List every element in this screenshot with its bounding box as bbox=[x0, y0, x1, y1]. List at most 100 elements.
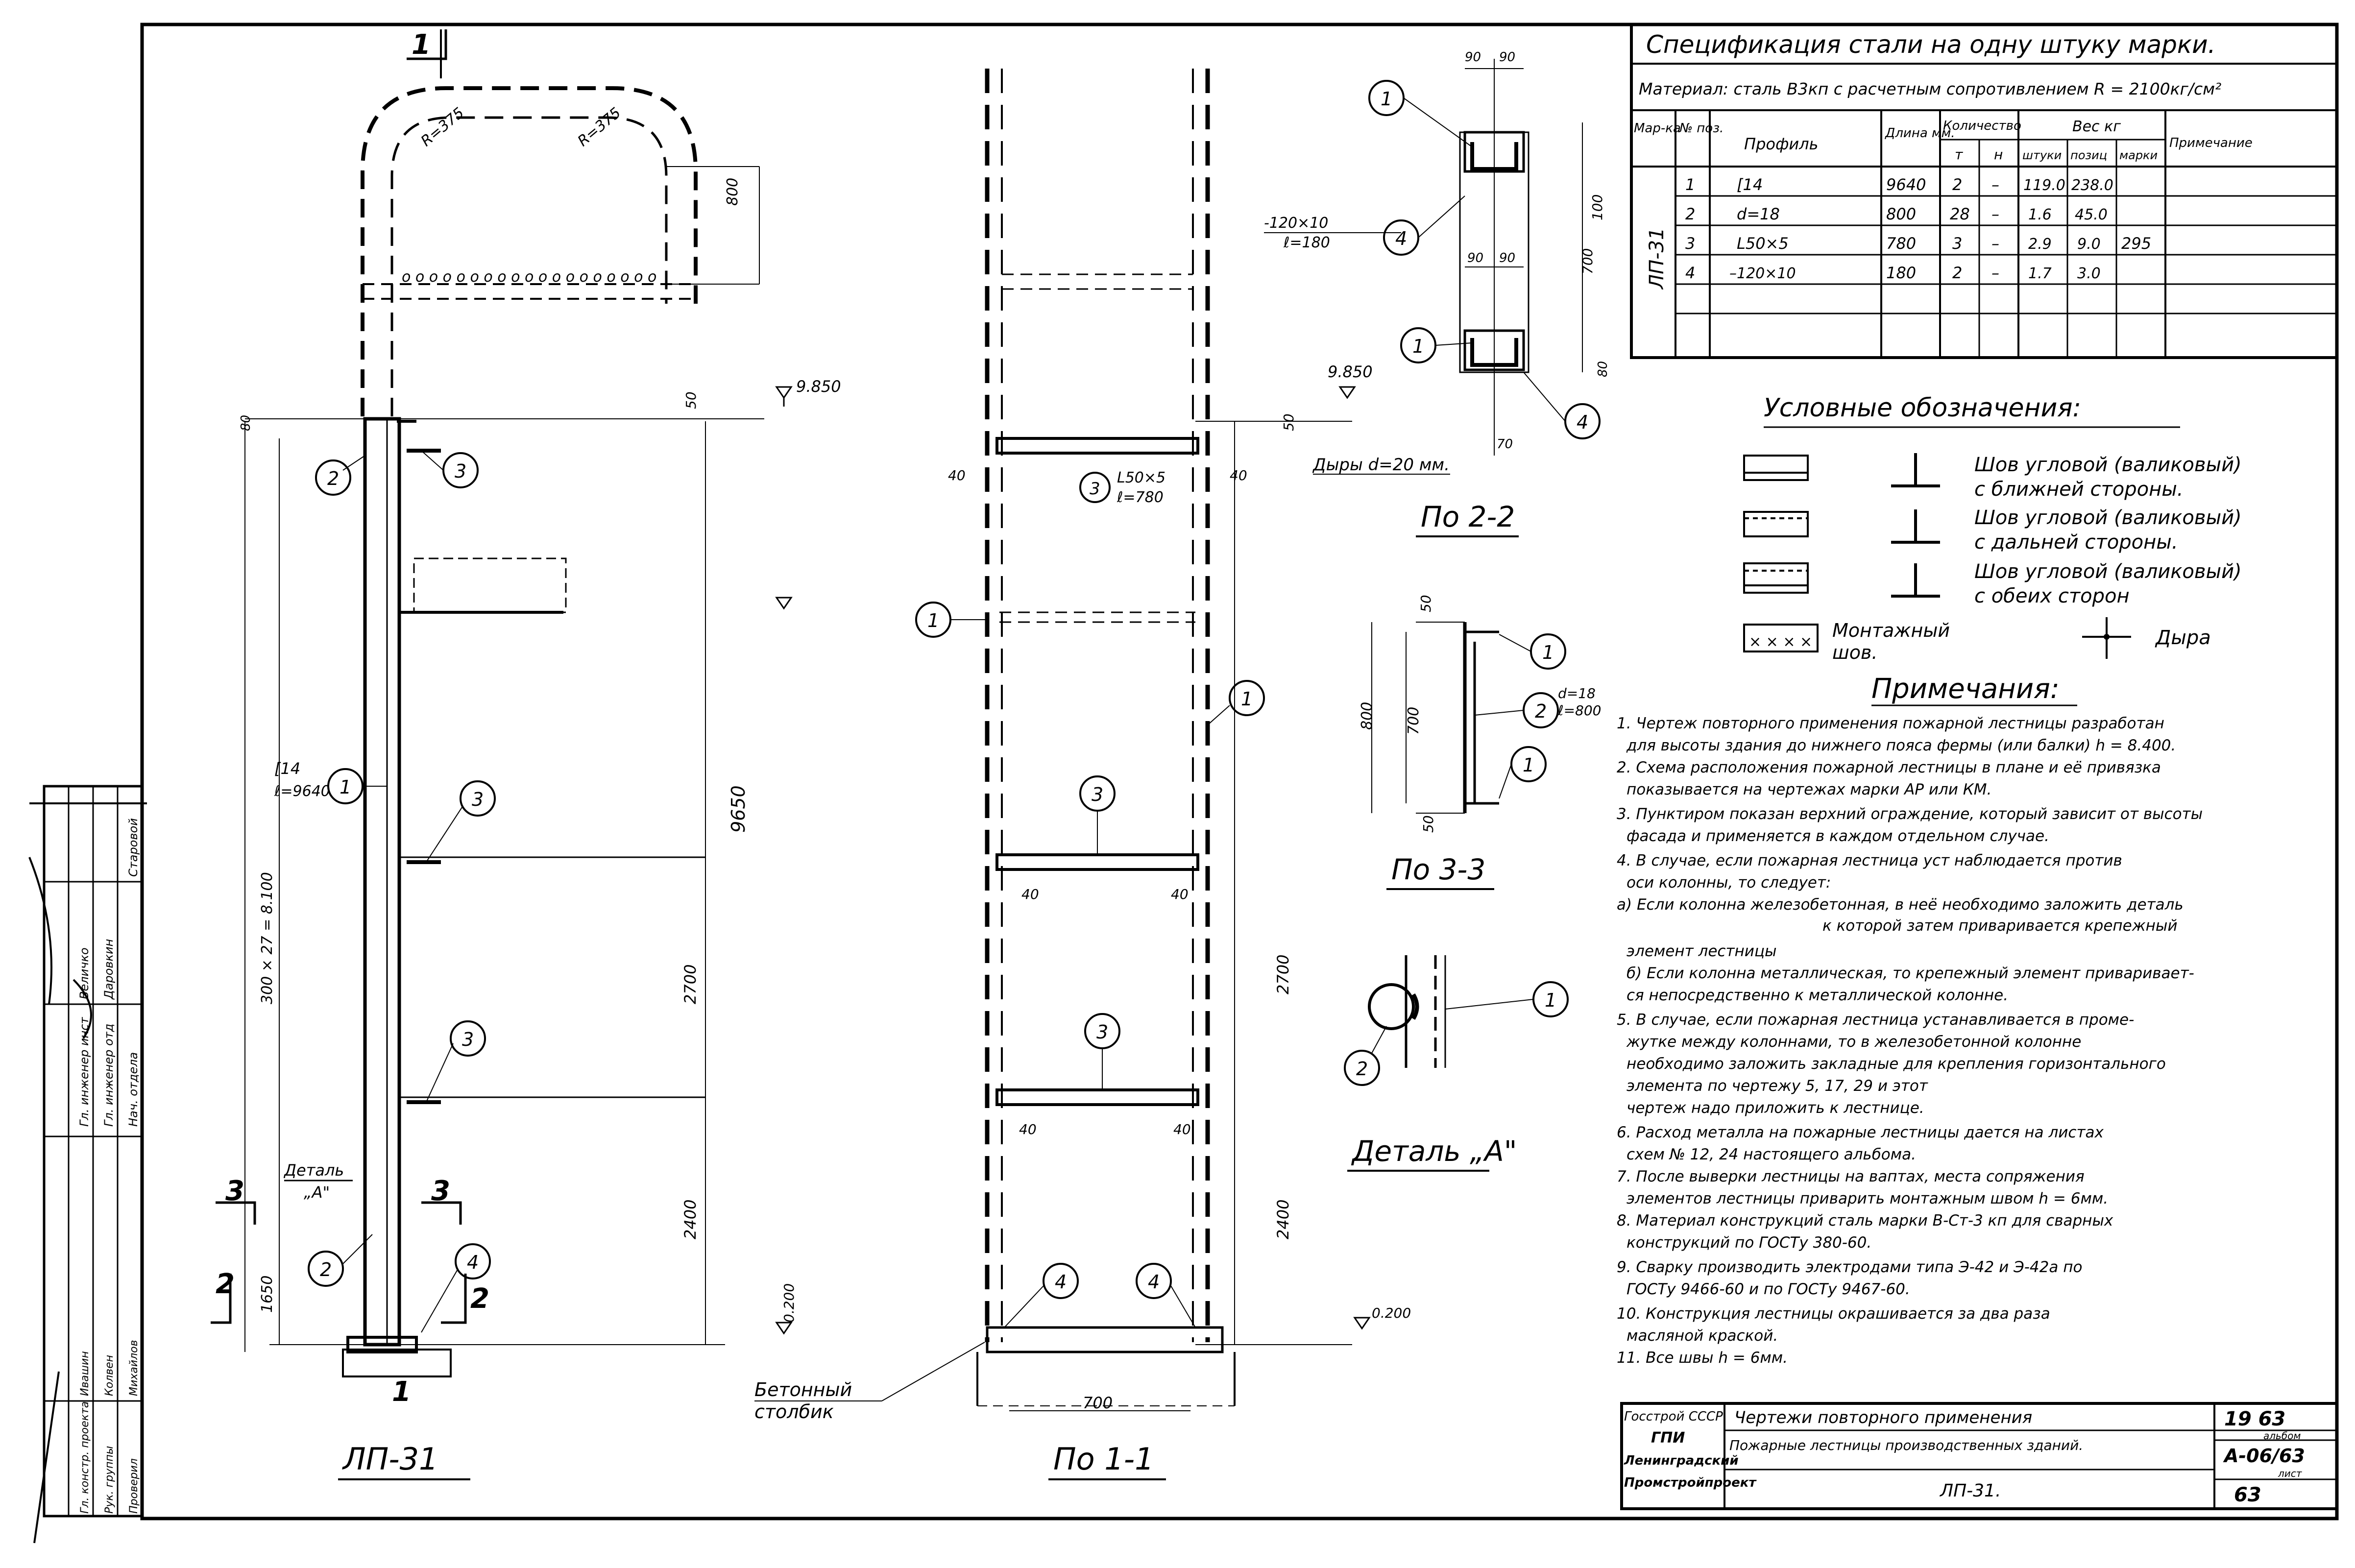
svg-text:4. В случае, если пожарная лес: 4. В случае, если пожарная лестница уст … bbox=[1617, 852, 2122, 869]
svg-text:2: 2 bbox=[327, 468, 339, 489]
svg-text:4: 4 bbox=[1685, 264, 1695, 282]
svg-text:ЛП-31.: ЛП-31. bbox=[1939, 1481, 2001, 1501]
svg-text:2: 2 bbox=[1685, 205, 1695, 223]
hdr-pos: № поз. bbox=[1678, 121, 1724, 136]
svg-text:× × × ×: × × × × bbox=[1749, 633, 1812, 651]
svg-text:700: 700 bbox=[1405, 707, 1422, 735]
svg-text:4: 4 bbox=[1055, 1271, 1067, 1293]
svg-text:ℓ=9640: ℓ=9640 bbox=[274, 783, 330, 800]
svg-text:R=375: R=375 bbox=[575, 104, 625, 150]
legend: Условные обозначения: Шов угловой (валик… bbox=[1743, 393, 2242, 663]
view-lp31: o o o o o o o o o o o o o o o o o o o R=… bbox=[211, 29, 841, 1480]
svg-text:9650: 9650 bbox=[728, 785, 749, 833]
svg-text:11. Все швы h = 6мм.: 11. Все швы h = 6мм. bbox=[1617, 1349, 1788, 1367]
svg-text:2700: 2700 bbox=[681, 965, 700, 1004]
svg-text:2.9: 2.9 bbox=[2028, 236, 2052, 253]
svg-text:а) Если колонна железобетонная: а) Если колонна железобетонная, в неё не… bbox=[1617, 896, 2184, 914]
svg-text:Госстрой СССР: Госстрой СССР bbox=[1624, 1409, 1723, 1424]
svg-text:119.0: 119.0 bbox=[2023, 177, 2065, 194]
svg-text:Деталь: Деталь bbox=[283, 1161, 344, 1180]
svg-text:необходимо заложить закладные: необходимо заложить закладные для крепле… bbox=[1627, 1055, 2166, 1073]
svg-text:Старовой: Старовой bbox=[126, 818, 140, 877]
svg-text:с ближней стороны.: с ближней стороны. bbox=[1974, 478, 2184, 501]
svg-text:3: 3 bbox=[1092, 784, 1103, 805]
svg-text:ГПИ: ГПИ bbox=[1651, 1429, 1685, 1447]
svg-text:3: 3 bbox=[462, 1029, 474, 1050]
hdr-length: Длина мм. bbox=[1885, 126, 1955, 141]
svg-text:90: 90 bbox=[1467, 251, 1483, 265]
svg-text:40: 40 bbox=[1019, 1121, 1037, 1137]
view-title-detail-a: Деталь „А" bbox=[1351, 1134, 1517, 1168]
svg-text:б) Если колонна металлическая,: б) Если колонна металлическая, то крепеж… bbox=[1627, 965, 2194, 982]
svg-text:3: 3 bbox=[1096, 1021, 1108, 1043]
svg-text:Дыра: Дыра bbox=[2155, 627, 2211, 649]
svg-text:4: 4 bbox=[1577, 411, 1588, 433]
spec-row: 3 L50×5 780 3 – 2.9 9.0 bbox=[1685, 234, 2101, 253]
svg-text:9.850: 9.850 bbox=[1328, 362, 1373, 381]
svg-text:1: 1 bbox=[340, 776, 351, 798]
view-title-lp31: ЛП-31 bbox=[342, 1441, 438, 1477]
svg-text:Нач. отдела: Нач. отдела bbox=[126, 1052, 140, 1127]
svg-text:3. Пунктиром показан верхний о: 3. Пунктиром показан верхний ограждение,… bbox=[1617, 805, 2203, 823]
svg-text:0.200: 0.200 bbox=[781, 1283, 797, 1323]
svg-text:9.0: 9.0 bbox=[2077, 236, 2101, 253]
svg-text:90: 90 bbox=[1465, 50, 1481, 65]
svg-text:19 63: 19 63 bbox=[2224, 1408, 2285, 1430]
svg-text:50: 50 bbox=[683, 391, 699, 409]
svg-text:элемент лестницы: элемент лестницы bbox=[1627, 942, 1777, 960]
spec-row: 2 d=18 800 28 – 1.6 45.0 bbox=[1685, 205, 2108, 223]
svg-text:ℓ=180: ℓ=180 bbox=[1283, 234, 1330, 251]
svg-text:–: – bbox=[1991, 175, 1999, 194]
svg-text:63: 63 bbox=[2234, 1484, 2261, 1506]
svg-text:[14: [14 bbox=[1737, 175, 1763, 194]
svg-text:40: 40 bbox=[948, 467, 966, 483]
hdr-w-pos: позиц bbox=[2070, 148, 2107, 162]
svg-text:4: 4 bbox=[467, 1252, 479, 1273]
svg-text:Гл. констр. проекта: Гл. констр. проекта bbox=[79, 1401, 91, 1514]
svg-text:для высоты здания до нижнего п: для высоты здания до нижнего пояса фермы… bbox=[1626, 737, 2176, 754]
svg-text:3: 3 bbox=[1685, 234, 1695, 253]
svg-text:элементов лестницы приварить м: элементов лестницы приварить монтажным ш… bbox=[1627, 1190, 2108, 1207]
svg-text:80: 80 bbox=[239, 415, 253, 431]
view-detail-a: 1 2 Деталь „А" bbox=[1344, 955, 1569, 1172]
svg-text:2: 2 bbox=[1952, 264, 1962, 282]
svg-text:2: 2 bbox=[1535, 700, 1547, 722]
svg-text:Рук. группы: Рук. группы bbox=[103, 1446, 116, 1514]
svg-text:8. Материал конструкций сталь: 8. Материал конструкций сталь марки В-Ст… bbox=[1617, 1212, 2113, 1230]
svg-text:1: 1 bbox=[392, 1376, 411, 1408]
svg-text:к которой затем приваривается: к которой затем приваривается крепежный bbox=[1822, 917, 2178, 935]
weld-far-symbol bbox=[1743, 509, 1940, 544]
svg-text:1. Чертеж повторного применени: 1. Чертеж повторного применения пожарной… bbox=[1617, 715, 2164, 732]
svg-text:300 × 27 = 8.100: 300 × 27 = 8.100 bbox=[259, 872, 276, 1004]
svg-text:[14: [14 bbox=[274, 759, 300, 778]
svg-text:2: 2 bbox=[1356, 1058, 1368, 1080]
svg-text:Монтажный: Монтажный bbox=[1832, 620, 1950, 641]
svg-text:2700: 2700 bbox=[1274, 955, 1292, 994]
svg-text:1: 1 bbox=[1381, 88, 1392, 110]
svg-text:50: 50 bbox=[1281, 413, 1297, 431]
svg-text:1: 1 bbox=[1241, 688, 1253, 710]
svg-text:лист: лист bbox=[2278, 1468, 2303, 1479]
svg-text:40: 40 bbox=[1173, 1121, 1191, 1137]
svg-text:показывается на чертежах марки: показывается на чертежах марки АР или КМ… bbox=[1627, 781, 1991, 798]
hole-symbol bbox=[2082, 617, 2131, 659]
svg-text:схем № 12, 24 настоящ: схем № 12, 24 настоящего альбома. bbox=[1627, 1146, 1916, 1163]
svg-text:1: 1 bbox=[1542, 642, 1554, 663]
svg-text:3: 3 bbox=[472, 789, 484, 810]
svg-text:1.6: 1.6 bbox=[2028, 206, 2052, 223]
weld-near-symbol bbox=[1743, 453, 1940, 487]
svg-text:9640: 9640 bbox=[1886, 175, 1926, 194]
svg-text:ГОСТу 9466-60 и по ГОСТу 9467-: ГОСТу 9466-60 и по ГОСТу 9467-60. bbox=[1627, 1280, 1910, 1298]
svg-text:2: 2 bbox=[1952, 175, 1962, 194]
spec-material: Материал: сталь В3кп с расчетным сопроти… bbox=[1639, 79, 2221, 98]
svg-text:2: 2 bbox=[320, 1259, 332, 1280]
svg-text:238.0: 238.0 bbox=[2071, 177, 2113, 194]
svg-text:конструкций по ГОСТу 380-60.: конструкций по ГОСТу 380-60. bbox=[1627, 1234, 1871, 1252]
legend-title: Условные обозначения: bbox=[1764, 393, 2081, 423]
view-section-1-1: 700 50 2700 2400 9.850 0.200 40 40 40 40… bbox=[754, 69, 1411, 1480]
svg-text:1: 1 bbox=[1412, 336, 1424, 357]
svg-text:L50×5: L50×5 bbox=[1737, 234, 1789, 253]
svg-text:–: – bbox=[1991, 205, 1999, 223]
svg-text:1: 1 bbox=[412, 29, 431, 61]
mount-weld-symbol: × × × × bbox=[1743, 624, 1819, 652]
